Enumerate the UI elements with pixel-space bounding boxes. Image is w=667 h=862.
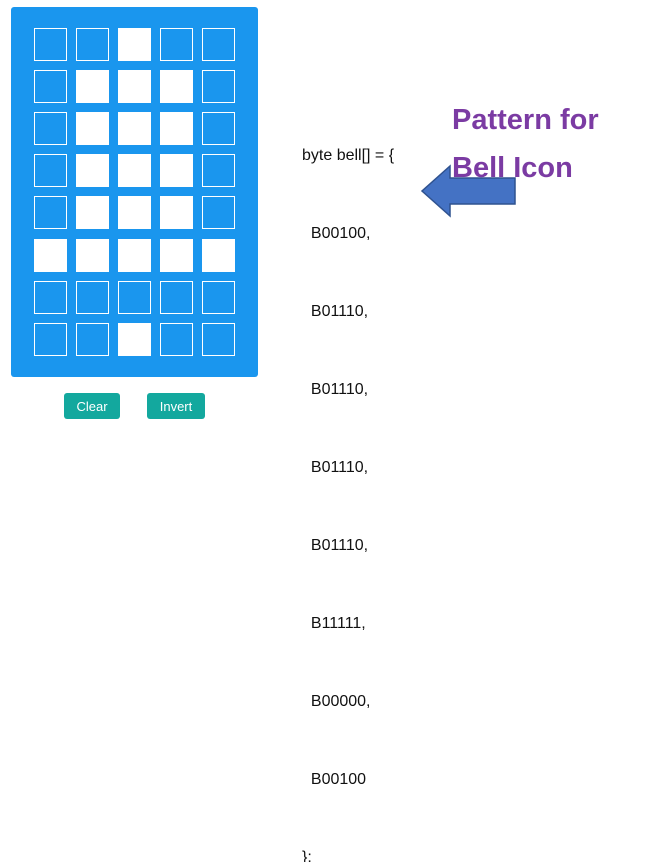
led-cell[interactable] <box>34 70 67 103</box>
led-cell[interactable] <box>160 239 193 272</box>
code-listing: byte bell[] = { B00100, B01110, B01110, … <box>302 91 394 862</box>
code-line: B00000, <box>302 693 371 710</box>
led-cell[interactable] <box>202 70 235 103</box>
led-cell[interactable] <box>76 70 109 103</box>
led-cell[interactable] <box>118 28 151 61</box>
led-cell[interactable] <box>34 281 67 314</box>
code-line: B01110, <box>302 459 369 476</box>
led-cell[interactable] <box>118 323 151 356</box>
led-cell[interactable] <box>76 196 109 229</box>
led-cell[interactable] <box>76 281 109 314</box>
led-cell[interactable] <box>76 154 109 187</box>
led-cell[interactable] <box>76 239 109 272</box>
led-cell[interactable] <box>34 28 67 61</box>
code-line: }; <box>302 849 312 862</box>
code-line: B01110, <box>302 537 369 554</box>
code-line: byte bell[] = { <box>302 147 395 164</box>
code-line: B01110, <box>302 303 369 320</box>
led-cell[interactable] <box>202 196 235 229</box>
code-line: B01110, <box>302 381 369 398</box>
invert-button[interactable]: Invert <box>147 393 205 419</box>
annotation-line-2: Bell Icon <box>452 152 573 184</box>
led-cell[interactable] <box>34 323 67 356</box>
led-cell[interactable] <box>118 112 151 145</box>
led-cell[interactable] <box>202 154 235 187</box>
led-cell[interactable] <box>118 239 151 272</box>
annotation-line-1: Pattern for <box>452 104 599 136</box>
code-line: B11111, <box>302 615 366 632</box>
led-cell[interactable] <box>34 154 67 187</box>
led-cell[interactable] <box>160 323 193 356</box>
led-cell[interactable] <box>160 154 193 187</box>
left-arrow-icon <box>420 164 516 218</box>
led-cell[interactable] <box>76 28 109 61</box>
led-cell[interactable] <box>76 323 109 356</box>
code-line: B00100 <box>302 771 367 788</box>
led-cell[interactable] <box>34 112 67 145</box>
led-cell[interactable] <box>160 112 193 145</box>
led-cell[interactable] <box>118 196 151 229</box>
led-cell[interactable] <box>118 281 151 314</box>
led-cell[interactable] <box>202 281 235 314</box>
code-line: B00100, <box>302 225 371 242</box>
led-cell[interactable] <box>76 112 109 145</box>
led-cell[interactable] <box>118 154 151 187</box>
led-cell[interactable] <box>160 196 193 229</box>
led-cell[interactable] <box>34 196 67 229</box>
led-cell[interactable] <box>160 28 193 61</box>
led-cell[interactable] <box>34 239 67 272</box>
led-cell[interactable] <box>202 239 235 272</box>
clear-button[interactable]: Clear <box>64 393 120 419</box>
led-cell[interactable] <box>202 112 235 145</box>
led-cell[interactable] <box>202 323 235 356</box>
pattern-annotation: Pattern for Bell Icon <box>452 96 599 192</box>
led-cell[interactable] <box>160 70 193 103</box>
led-cell[interactable] <box>202 28 235 61</box>
led-matrix-grid <box>11 7 258 377</box>
led-cell[interactable] <box>160 281 193 314</box>
led-cell[interactable] <box>118 70 151 103</box>
